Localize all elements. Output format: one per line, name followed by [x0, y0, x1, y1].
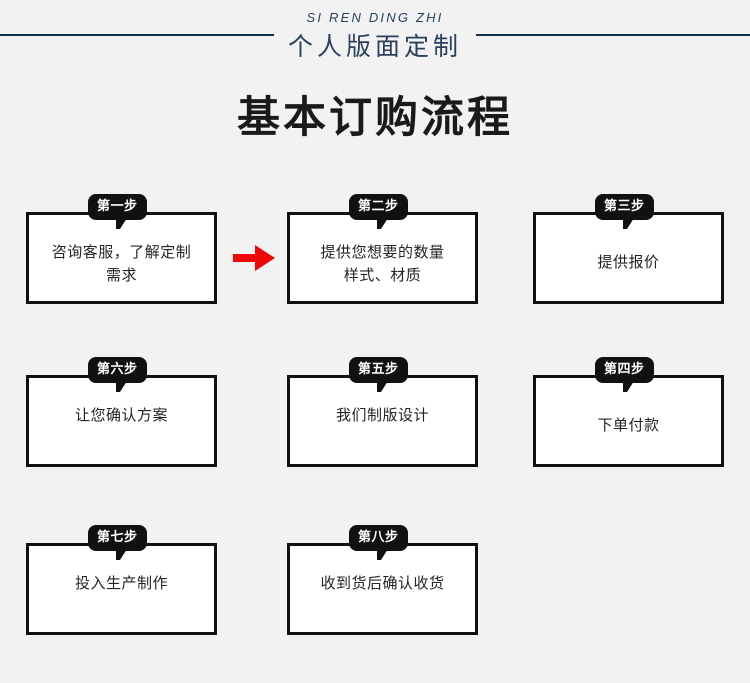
flow-step-badge: 第八步: [349, 525, 408, 560]
arrow-right-icon: [233, 245, 275, 271]
flow-step-badge: 第五步: [349, 357, 408, 392]
flow-step-box: 让您确认方案: [26, 375, 217, 467]
page-title: 基本订购流程: [237, 93, 513, 143]
flow-step-text: 收到货后确认收货: [320, 574, 445, 592]
header-title: 个人版面定制: [273, 30, 476, 64]
flow-step-text: 让您确认方案: [74, 406, 168, 424]
flow-step-text: 咨询客服，了解定制需求: [51, 243, 192, 284]
arrow-head: [255, 245, 275, 271]
header-pinyin: SI REN DING ZHI: [0, 10, 750, 25]
flow-step-box: 投入生产制作: [26, 543, 217, 635]
flow-step-text: 我们制版设计: [335, 406, 429, 424]
flow-step-badge: 第六步: [88, 357, 147, 392]
header-pinyin-text: SI REN DING ZHI: [298, 10, 452, 25]
flow-step-text: 提供您想要的数量样式、材质: [320, 243, 445, 284]
arrow-shaft: [233, 254, 260, 262]
flow-step-badge: 第七步: [88, 525, 147, 560]
flow-step-badge: 第三步: [595, 194, 654, 229]
flow-step-badge: 第二步: [349, 194, 408, 229]
flow-step-badge: 第一步: [88, 194, 147, 229]
flow-step-text: 投入生产制作: [74, 574, 168, 592]
flow-step-text: 提供报价: [597, 253, 660, 271]
flow-step: 让您确认方案: [26, 375, 217, 467]
flow-step-text: 下单付款: [597, 416, 660, 434]
header-title-wrapper: 个人版面定制: [0, 30, 750, 64]
flow-step: 投入生产制作: [26, 543, 217, 635]
flow-step-badge: 第四步: [595, 357, 654, 392]
page-header: SI REN DING ZHI 个人版面定制: [0, 0, 750, 80]
